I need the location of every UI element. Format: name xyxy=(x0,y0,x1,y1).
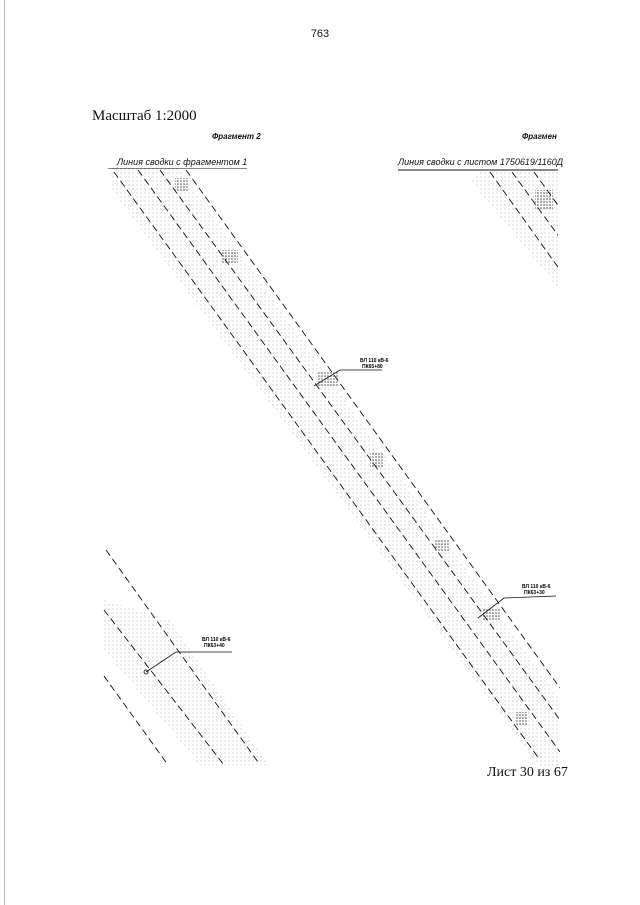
callout-2-line2: ПК63+30 xyxy=(524,590,545,596)
junction-line-2-label: Линия сводки с листом 1750619/1160Д xyxy=(398,157,564,167)
callout-1-line1: ВЛ 110 кВ-6 xyxy=(360,358,389,364)
fragment-3-label: Фрагмен xyxy=(522,132,557,141)
fragment-2-map: ВЛ 110 кВ-6 ПК65+80 ВЛ 110 кВ-6 ПК63+30 xyxy=(108,168,560,768)
callout-3-line2: ПК63+40 xyxy=(204,643,225,649)
fragment-1-map: ВЛ 110 кВ-6 ПК63+40 xyxy=(103,549,268,765)
fragment-2-label: Фрагмент 2 xyxy=(212,132,261,141)
map-scale: Масштаб 1:2000 xyxy=(92,108,197,124)
junction-line-1-label: Линия сводки с фрагментом 1 xyxy=(117,157,248,167)
callout-1-line2: ПК65+80 xyxy=(362,364,383,370)
page-border xyxy=(4,0,5,905)
fragment-3-map xyxy=(398,169,558,288)
callout-2-line1: ВЛ 110 кВ-6 xyxy=(522,584,551,590)
page-number: 763 xyxy=(310,28,330,40)
callout-3-line1: ВЛ 110 кВ-6 xyxy=(202,637,231,643)
sheet-number: Лист 30 из 67 xyxy=(487,765,568,780)
survey-area xyxy=(112,168,560,768)
